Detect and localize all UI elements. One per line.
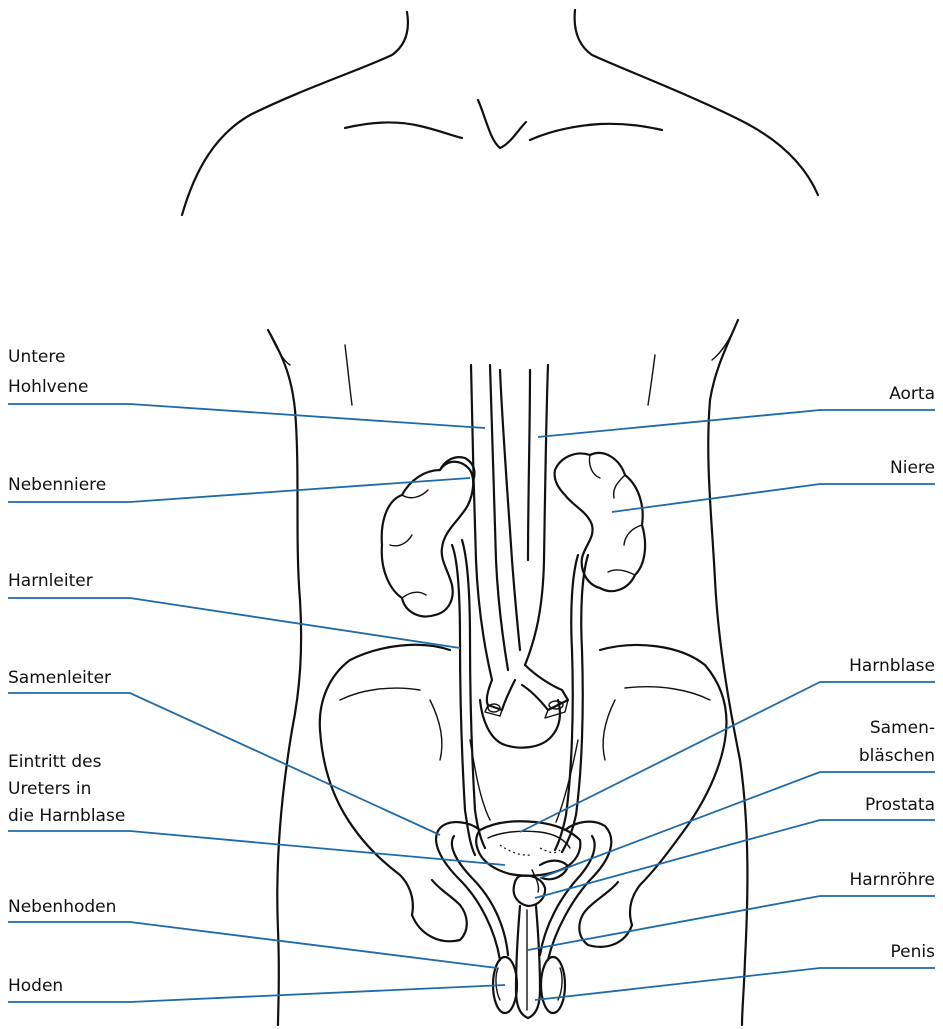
label-samenblaeschen-1: Samen- (870, 718, 935, 738)
leader-aorta (538, 410, 935, 437)
label-prostata: Prostata (865, 795, 935, 815)
labels-left: Untere Hohlvene Nebenniere Harnleiter Sa… (8, 347, 125, 996)
label-harnleiter: Harnleiter (8, 571, 93, 591)
leader-untere-hohlvene (8, 404, 485, 428)
label-untere-hohlvene-1: Untere (8, 347, 65, 367)
label-nebenhoden: Nebenhoden (8, 897, 116, 917)
body-outline (182, 10, 818, 1025)
kidneys (382, 453, 645, 617)
label-samenleiter: Samenleiter (8, 668, 111, 688)
label-harnblase: Harnblase (849, 656, 935, 676)
leader-hoden (8, 985, 505, 1002)
leader-nebenhoden (8, 922, 497, 968)
label-untere-hohlvene-2: Hohlvene (8, 377, 88, 397)
label-nebenniere: Nebenniere (8, 475, 106, 495)
label-eintritt-3: die Harnblase (8, 806, 125, 826)
label-samenblaeschen-2: bläschen (859, 746, 935, 766)
label-harnroehre: Harnröhre (849, 870, 935, 890)
leader-niere (612, 484, 935, 512)
leader-eintritt (8, 831, 505, 865)
great-vessels (471, 365, 568, 718)
leader-samenblaeschen (540, 772, 935, 878)
leader-harnleiter (8, 598, 460, 648)
label-eintritt-1: Eintritt des (8, 752, 102, 772)
urogenital-organs (436, 821, 611, 1018)
label-eintritt-2: Ureters in (8, 779, 91, 799)
leader-penis (535, 968, 935, 1000)
labels-right: Aorta Niere Harnblase Samen- bläschen Pr… (849, 384, 935, 962)
label-aorta: Aorta (889, 384, 935, 404)
leader-harnroehre (528, 896, 935, 950)
label-hoden: Hoden (8, 976, 63, 996)
label-niere: Niere (890, 458, 935, 478)
pelvis (320, 645, 727, 947)
label-penis: Penis (891, 942, 936, 962)
